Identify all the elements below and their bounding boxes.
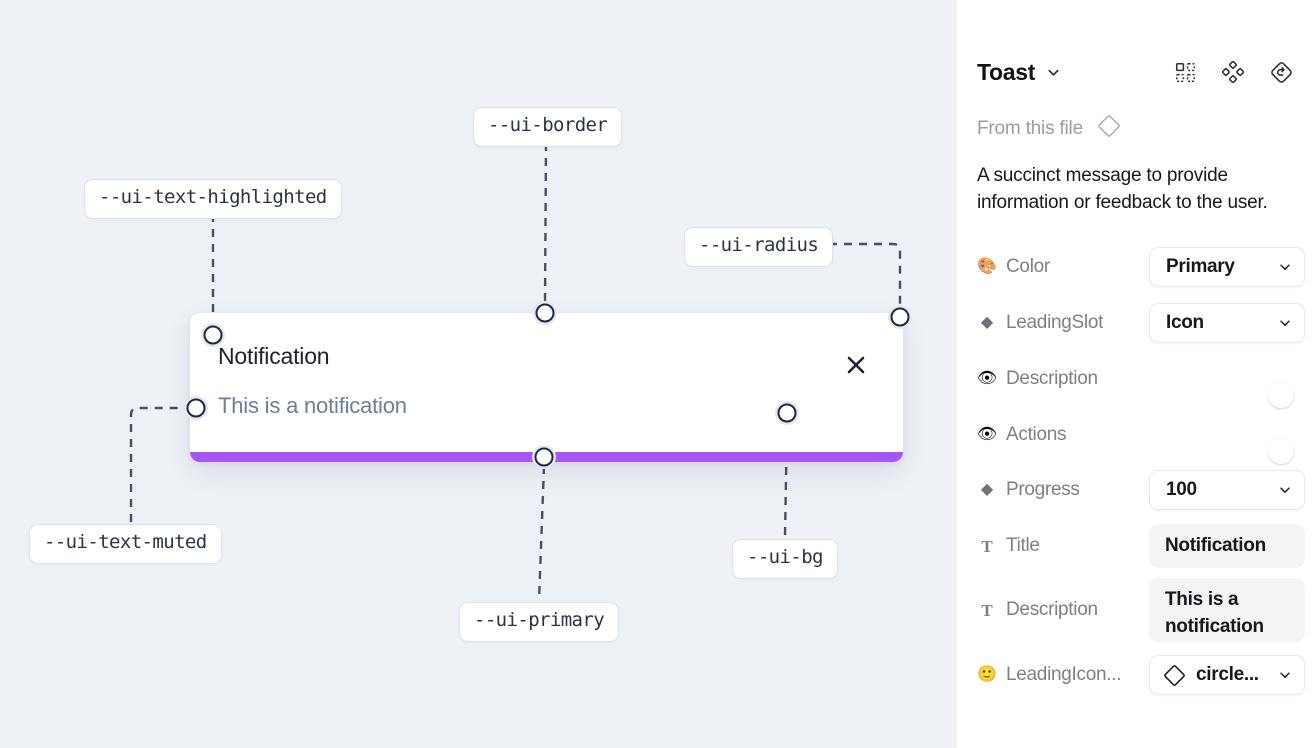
property-label-title: T Title: [977, 535, 1149, 557]
anchor-dot-text-muted[interactable]: [186, 398, 206, 418]
description-field[interactable]: This is a notification: [1149, 578, 1305, 642]
diamond-icon: [1162, 663, 1187, 688]
property-row-description-text: T Description This is a notification: [977, 578, 1305, 642]
chevron-down-icon: [1272, 483, 1292, 497]
diamond-filled-icon: ◆: [980, 314, 994, 331]
sidebar-header-actions: [1175, 61, 1293, 84]
property-label-leadingslot: ◆ LeadingSlot: [977, 312, 1149, 334]
close-icon[interactable]: [843, 352, 869, 378]
token-chip-ui-primary[interactable]: --ui-primary: [459, 602, 620, 642]
property-label-progress: ◆ Progress: [977, 479, 1149, 501]
anchor-dot-radius[interactable]: [890, 307, 910, 327]
title-field[interactable]: Notification: [1149, 523, 1305, 569]
property-row-title: T Title Notification: [977, 523, 1305, 569]
chevron-down-icon: [1272, 260, 1292, 274]
chevron-down-icon: [1272, 668, 1292, 682]
component-set-icon[interactable]: [1175, 62, 1196, 83]
property-label-color: 🎨 Color: [977, 256, 1050, 277]
anchor-dot-border[interactable]: [535, 303, 555, 323]
color-select[interactable]: Primary: [1149, 247, 1305, 287]
property-label-actions-visibility: 👁 Actions: [976, 424, 1067, 445]
toggle-knob: [1268, 438, 1294, 464]
anchor-dot-primary[interactable]: [534, 447, 554, 467]
progress-select[interactable]: 100: [1149, 470, 1305, 510]
page-title: Toast: [977, 58, 1036, 85]
leadingicon-select[interactable]: circle...: [1149, 655, 1305, 695]
from-this-file-row[interactable]: From this file: [977, 113, 1122, 144]
smiley-icon: 🙂: [977, 666, 997, 683]
eye-icon: 👁: [976, 426, 998, 443]
token-chip-ui-border[interactable]: --ui-border: [473, 107, 623, 147]
properties-sidebar: Toast: [956, 0, 1312, 748]
token-chip-ui-text-highlighted[interactable]: --ui-text-highlighted: [84, 179, 342, 219]
property-row-progress: ◆ Progress 100: [977, 470, 1305, 510]
chevron-down-icon: [1272, 316, 1292, 330]
token-chip-ui-radius[interactable]: --ui-radius: [684, 227, 834, 267]
sidebar-header: Toast: [977, 50, 1293, 94]
component-description: A succinct message to provide informatio…: [977, 165, 1268, 213]
token-chip-ui-text-muted[interactable]: --ui-text-muted: [29, 524, 222, 564]
palette-icon: 🎨: [977, 258, 997, 275]
property-row-color: 🎨 Color Primary: [977, 247, 1305, 287]
toast-title: Notification: [218, 343, 330, 369]
diamond-filled-icon: ◆: [980, 481, 994, 498]
property-label-description-visibility: 👁 Description: [976, 368, 1098, 389]
diamond-icon: [1096, 113, 1122, 144]
variants-diamond-icon[interactable]: [1222, 61, 1244, 83]
property-row-description-visibility: 👁 Description: [976, 359, 1297, 408]
design-canvas[interactable]: Notification This is a notification --ui…: [0, 0, 956, 748]
eye-icon: 👁: [976, 370, 998, 387]
toast-preview-card[interactable]: Notification This is a notification: [190, 313, 903, 462]
property-label-description-text: T Description: [977, 599, 1149, 621]
text-type-icon: T: [981, 536, 993, 556]
leadingslot-select[interactable]: Icon: [1149, 303, 1305, 343]
property-row-leadingslot: ◆ LeadingSlot Icon: [977, 303, 1305, 343]
property-row-leadingicon: 🙂 LeadingIcon... circle...: [977, 655, 1305, 695]
text-type-icon: T: [981, 600, 993, 620]
anchor-dot-bg[interactable]: [777, 403, 797, 423]
token-chip-ui-bg[interactable]: --ui-bg: [732, 539, 838, 579]
property-label-leadingicon: 🙂 LeadingIcon...: [977, 664, 1122, 685]
toggle-knob: [1268, 382, 1294, 408]
reset-instance-icon[interactable]: [1270, 61, 1293, 84]
from-this-file-label: From this file: [977, 117, 1083, 139]
property-row-actions-visibility: 👁 Actions: [976, 415, 1297, 464]
chevron-down-icon[interactable]: [1046, 65, 1061, 80]
anchor-dot-text-highlighted[interactable]: [203, 325, 223, 345]
toast-description: This is a notification: [218, 393, 407, 418]
